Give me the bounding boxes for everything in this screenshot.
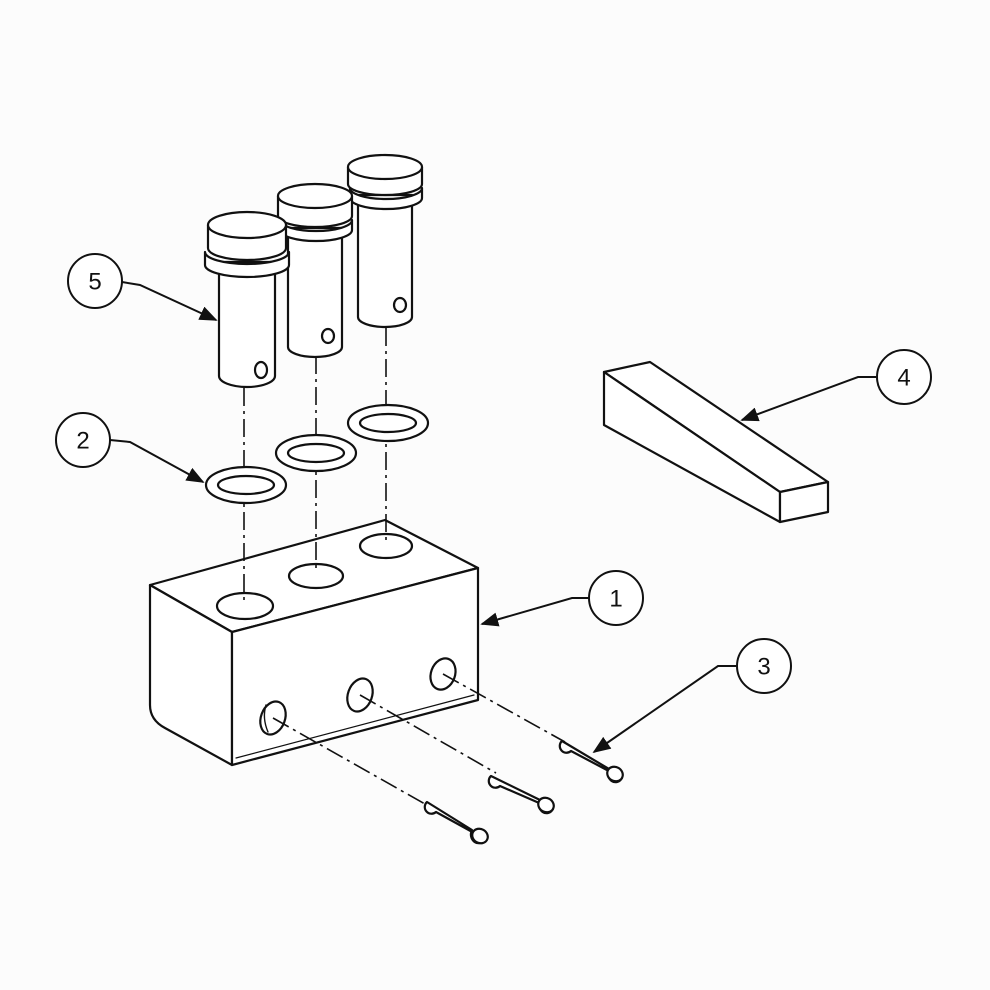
callout-label: 1: [609, 586, 622, 613]
callout-label: 5: [88, 269, 101, 296]
block-side-hole: [346, 677, 374, 713]
o-ring: [204, 465, 288, 505]
wedge-part: [602, 360, 830, 524]
block-top-hole: [215, 591, 275, 621]
pin: [423, 800, 489, 845]
callout-2: 2: [55, 412, 111, 468]
pin: [558, 739, 624, 784]
block-side-hole: [259, 700, 287, 736]
o-ring-part: [204, 403, 430, 505]
block-top-hole: [287, 562, 345, 590]
callout-label: 4: [897, 365, 910, 392]
plunger: [276, 182, 354, 359]
block-front-face: [230, 566, 480, 767]
plunger-part: [203, 153, 424, 389]
block-side-hole: [429, 657, 457, 691]
callout-3: 3: [736, 638, 792, 694]
pin: [487, 774, 555, 815]
callout-4: 4: [876, 349, 932, 405]
callout-label: 2: [76, 428, 89, 455]
callout-1: 1: [588, 570, 644, 626]
plunger: [346, 153, 424, 329]
o-ring: [346, 403, 430, 443]
plunger: [203, 210, 291, 389]
wedge-end-face: [778, 480, 830, 524]
pin-part: [423, 739, 624, 845]
block-end-face: [148, 583, 234, 767]
callout-5: 5: [67, 253, 123, 309]
leader-lines: [109, 281, 876, 754]
o-ring: [274, 433, 358, 473]
block-top-hole: [358, 532, 414, 560]
callout-label: 3: [757, 654, 770, 681]
block-part: [148, 518, 480, 767]
